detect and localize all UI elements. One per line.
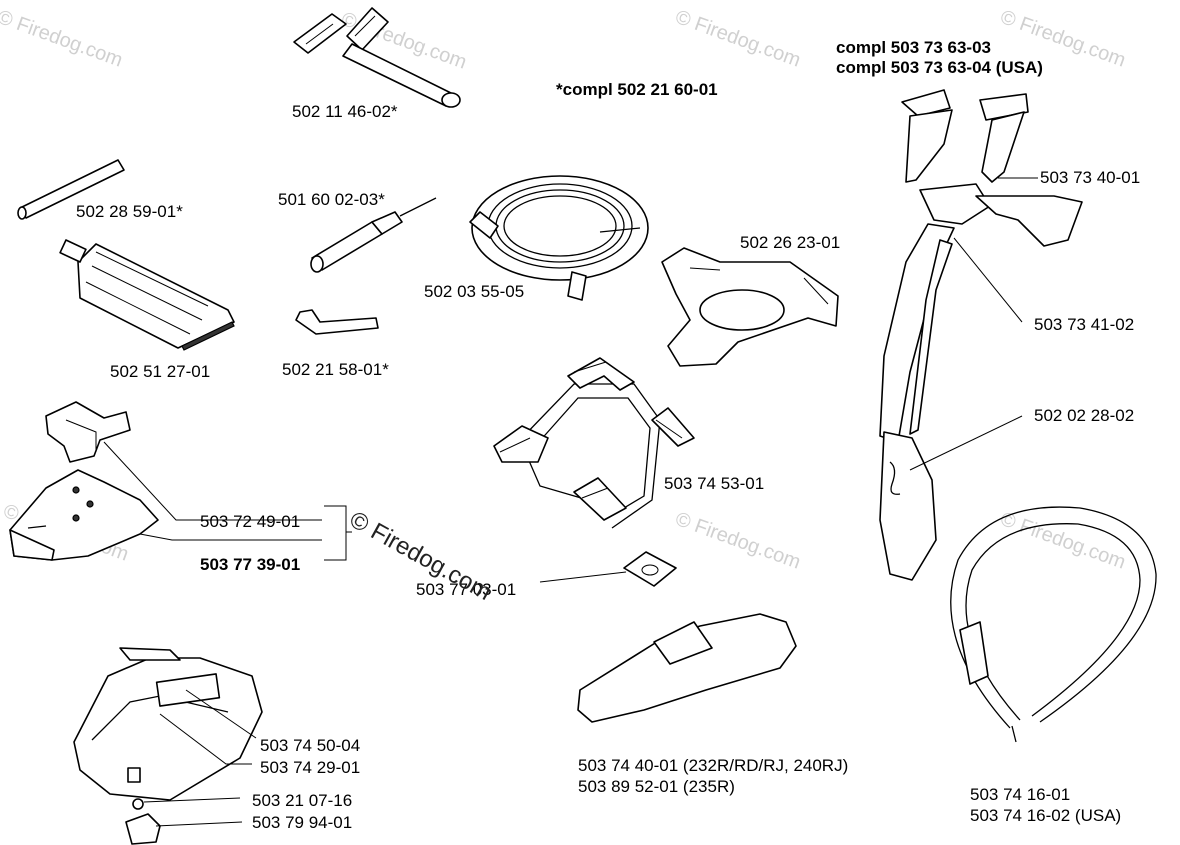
- part-label-spool: 502 03 55-05: [424, 282, 525, 301]
- harness-compl-label: compl 503 73 63-03: [836, 38, 991, 57]
- mounting-plate-drawing: [623, 551, 677, 587]
- grease-tube-drawing: [59, 239, 235, 351]
- harness-frame-drawing: [493, 357, 695, 529]
- part-label-long-guard: 503 74 40-01 (232R/RD/RJ, 240RJ): [578, 756, 849, 775]
- trimmer-guard-drawing: [73, 647, 263, 801]
- long-blade-guard-drawing: [577, 613, 797, 723]
- part-label-clamp-bracket: 503 72 49-01: [200, 512, 301, 531]
- clamp-bracket-drawing: [45, 401, 131, 463]
- part-label-shoulder-strap: 503 74 16-01: [970, 785, 1071, 804]
- part-label-round-file: 502 28 59-01*: [76, 202, 183, 221]
- part-label-screw: 503 21 07-16: [252, 791, 353, 810]
- part-label-mounting-plate: 503 77 03-01: [416, 580, 517, 599]
- guard-assembly-drawing: [9, 469, 159, 561]
- small-blade-guard-drawing: [661, 247, 839, 367]
- hex-key-drawing: [295, 309, 379, 335]
- leader-lines: [103, 86, 1038, 827]
- round-file-drawing: [17, 159, 125, 220]
- harness-compl-usa-label: compl 503 73 63-04 (USA): [836, 58, 1043, 77]
- part-label-small-guard: 502 26 23-01: [740, 233, 841, 252]
- file-gauge-drawing: [310, 197, 437, 273]
- kit-note-label: *compl 502 21 60-01: [556, 80, 718, 99]
- part-label-long-guard-235r: 503 89 52-01 (235R): [578, 777, 735, 796]
- spool-coil-drawing: [469, 175, 649, 301]
- harness-drawing: [879, 89, 1083, 581]
- part-label-file-gauge: 501 60 02-03*: [278, 190, 385, 209]
- part-label-hip-pad: 502 02 28-02: [1034, 406, 1135, 425]
- part-label-harness-frame: 503 74 53-01: [664, 474, 765, 493]
- combination-wrench-drawing: [293, 7, 461, 108]
- shoulder-strap-drawing: [950, 506, 1157, 743]
- part-label-guard-plate: 503 74 29-01: [260, 758, 361, 777]
- part-label-wrench: 502 11 46-02*: [292, 102, 398, 121]
- screw-clip-drawing: [125, 798, 161, 845]
- part-label-guard-assembly: 503 77 39-01: [200, 555, 301, 574]
- part-label-harness-buckle: 503 73 40-01: [1040, 168, 1141, 187]
- part-label-shoulder-strap-usa: 503 74 16-02 (USA): [970, 806, 1122, 825]
- part-label-hex-key: 502 21 58-01*: [282, 360, 389, 379]
- part-label-grease-tube: 502 51 27-01: [110, 362, 211, 381]
- part-label-harness-strap: 503 73 41-02: [1034, 315, 1135, 334]
- part-label-trimmer-guard: 503 74 50-04: [260, 736, 361, 755]
- part-label-clip: 503 79 94-01: [252, 813, 353, 832]
